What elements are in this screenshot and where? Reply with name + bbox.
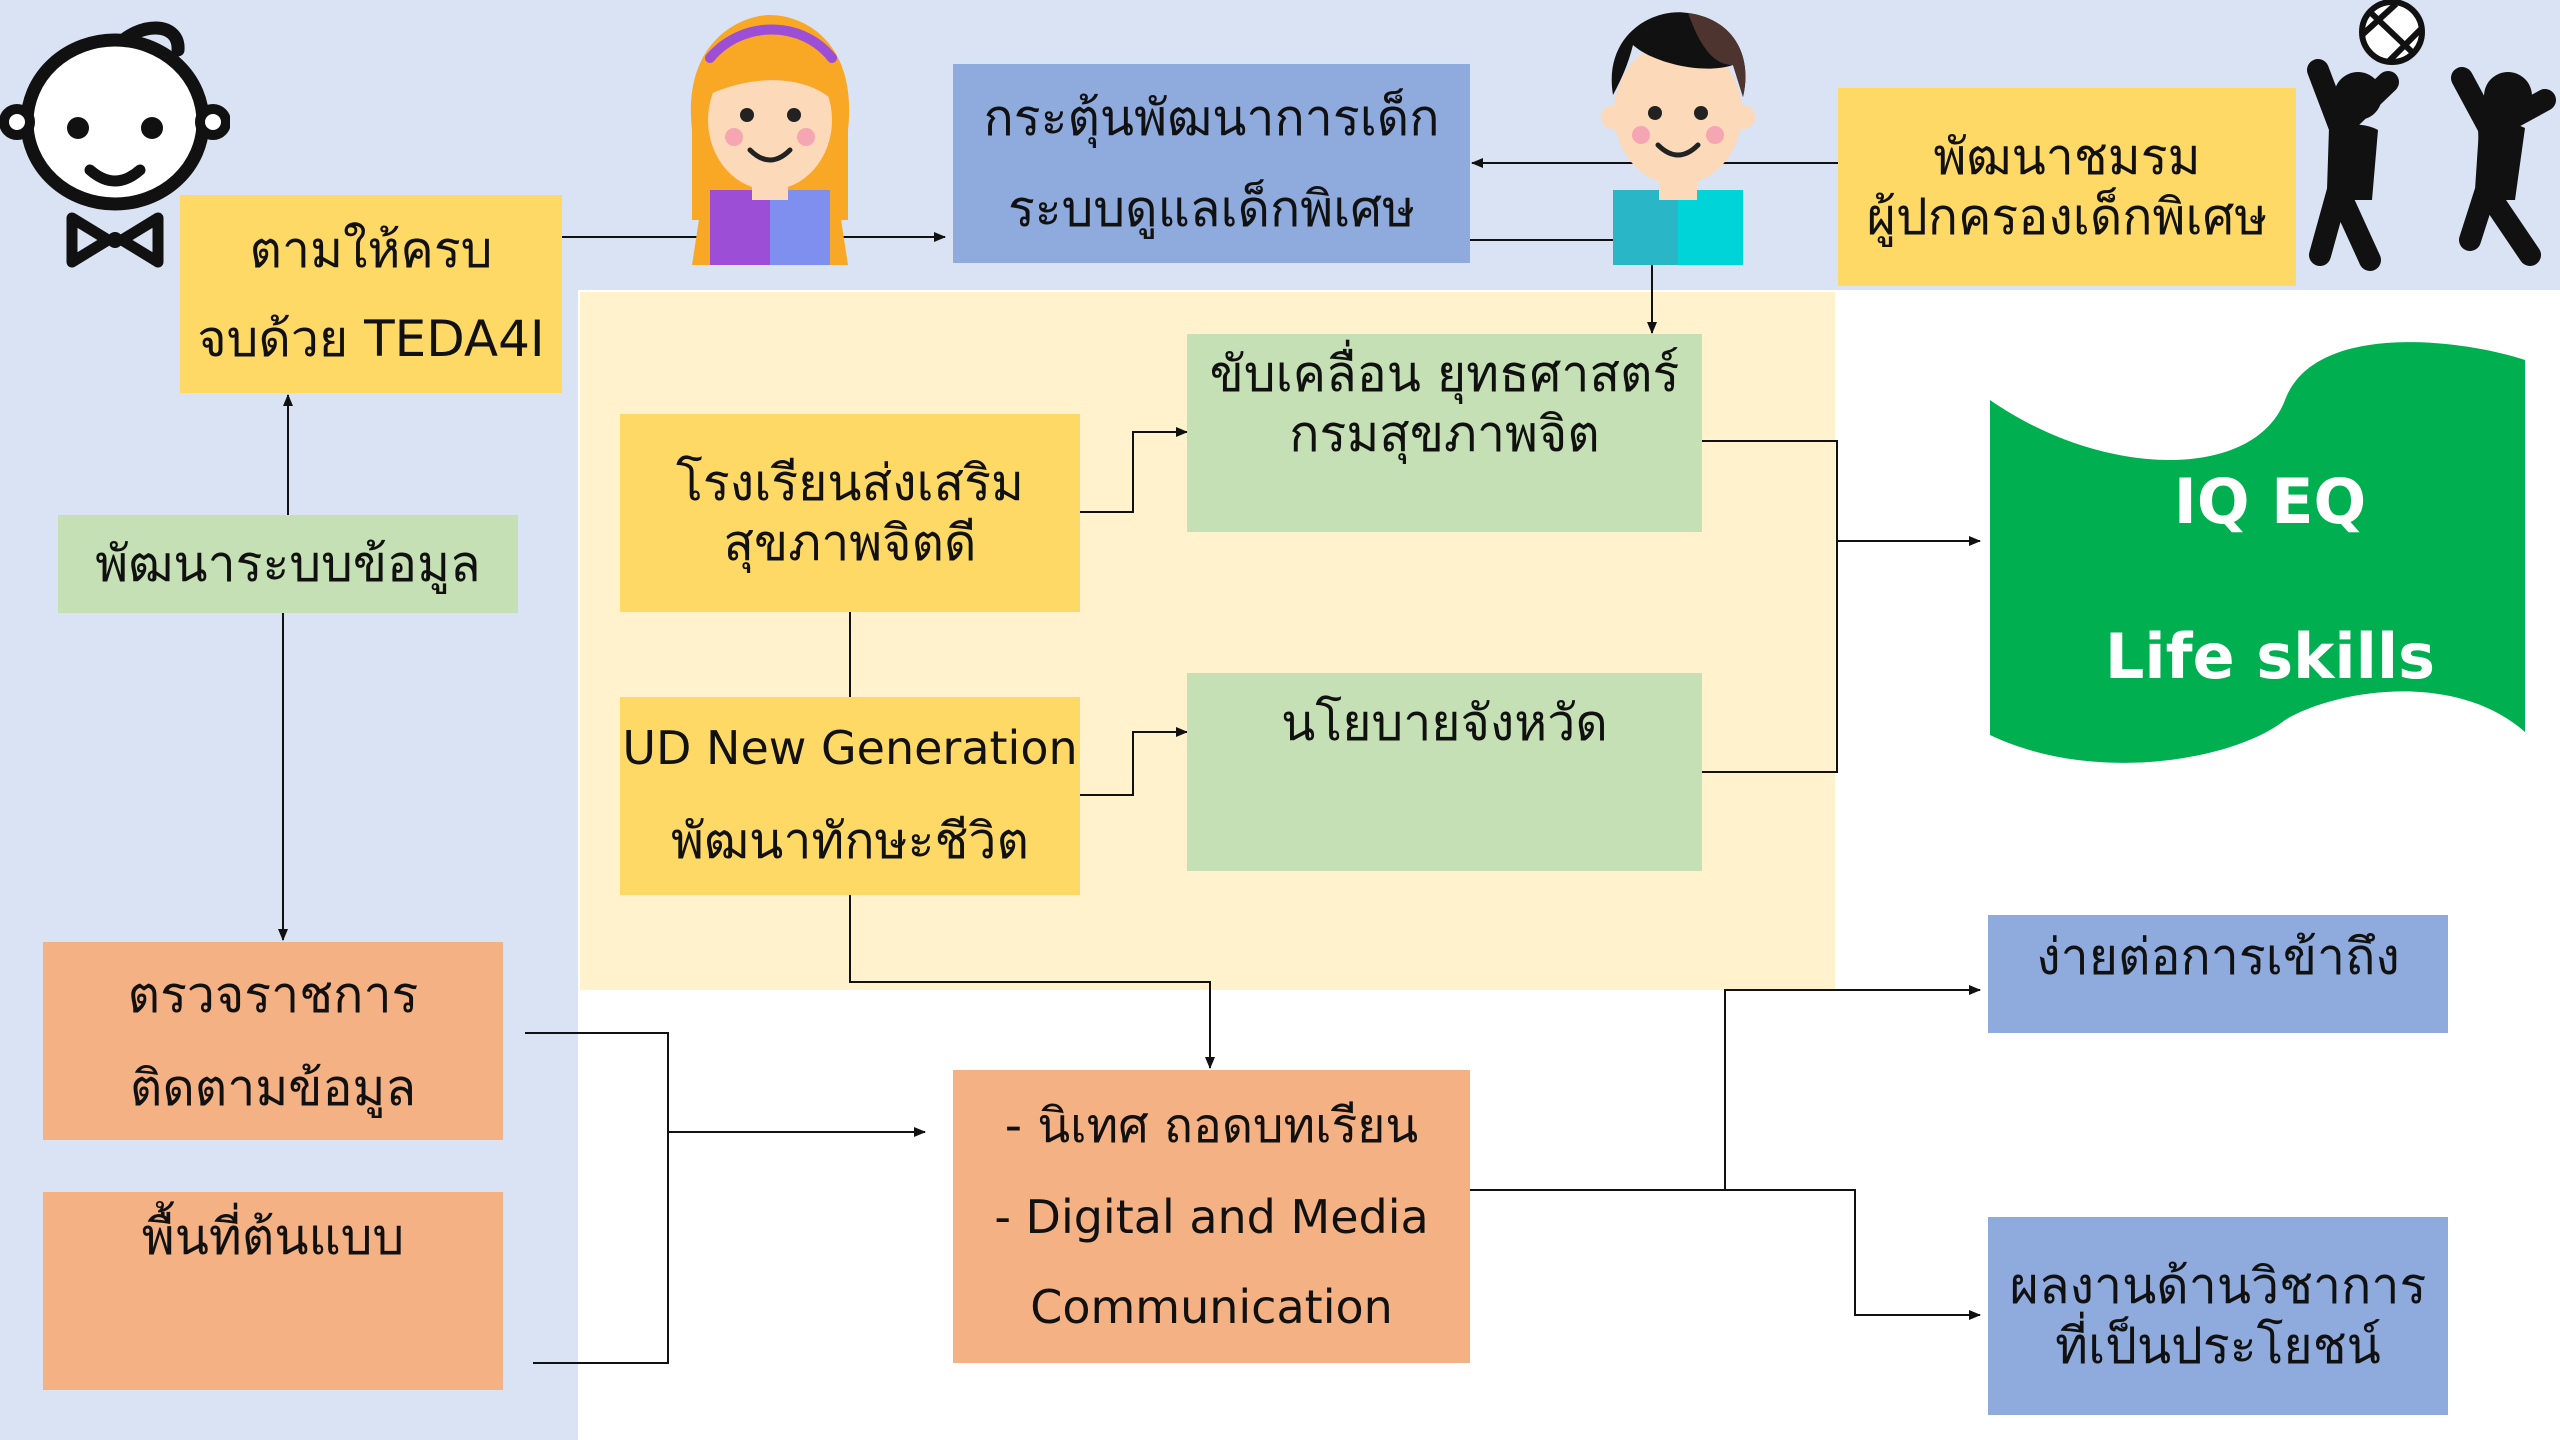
easy-access-box: ง่ายต่อการเข้าถึง	[1988, 915, 2448, 1033]
edge-ud-to-supervision	[849, 895, 1215, 1069]
supervision-line-3: Communication	[1030, 1280, 1393, 1335]
inspection-line-1: ตรวจราชการ	[127, 965, 419, 1024]
stimulate-box: กระตุ้นพัฒนาการเด็ก ระบบดูแลเด็กพิเศษ	[953, 64, 1470, 263]
provincial-policy-label: นโยบายจังหวัด	[1281, 694, 1608, 752]
parent-club-line-2: ผู้ปกครองเด็กพิเศษ	[1866, 188, 2268, 246]
edge-inspection-to-supervision	[525, 1032, 669, 1364]
edge-ud-to-policy	[1080, 727, 1188, 796]
ud-box: UD New Generation พัฒนาทักษะชีวิต	[620, 697, 1080, 895]
stimulate-line-2: ระบบดูแลเด็กพิเศษ	[1007, 180, 1416, 239]
kids-playing-ball-icon	[2307, 0, 2556, 271]
school-box: โรงเรียนส่งเสริม สุขภาพจิตดี	[620, 414, 1080, 612]
school-line-2: สุขภาพจิตดี	[723, 514, 977, 572]
academic-work-box: ผลงานด้านวิชาการ ที่เป็นประโยชน์	[1988, 1217, 2448, 1415]
school-line-1: โรงเรียนส่งเสริม	[676, 454, 1024, 512]
edge-strategy-to-outcome	[1695, 440, 1838, 773]
stimulate-line-1: กระตุ้นพัฒนาการเด็ก	[983, 88, 1440, 147]
pilot-area-box: พื้นที่ต้นแบบ	[43, 1192, 503, 1390]
drive-strategy-line-1: ขับเคลื่อน ยุทธศาสตร์	[1209, 345, 1680, 403]
provincial-policy-box: นโยบายจังหวัด	[1187, 673, 1702, 871]
academic-work-line-2: ที่เป็นประโยชน์	[2055, 1317, 2381, 1375]
academic-work-line-1: ผลงานด้านวิชาการ	[2009, 1257, 2427, 1315]
supervision-line-1: - นิเทศ ถอดบทเรียน	[1004, 1097, 1419, 1154]
develop-data-label: พัฒนาระบบข้อมูล	[95, 535, 481, 593]
parent-club-box: พัฒนาชมรม ผู้ปกครองเด็กพิเศษ	[1838, 88, 2296, 286]
edge-school-to-strategy	[1080, 427, 1188, 513]
parent-club-line-1: พัฒนาชมรม	[1933, 128, 2201, 186]
baby-face-icon	[0, 21, 230, 268]
girl-avatar-icon	[690, 15, 850, 265]
edge-supervision-to-access	[1470, 985, 1981, 1191]
outcome-banner	[1990, 342, 2525, 763]
pilot-area-label: พื้นที่ต้นแบบ	[141, 1208, 405, 1266]
develop-data-box: พัฒนาระบบข้อมูล	[58, 515, 518, 613]
inspection-box: ตรวจราชการ ติดตามข้อมูล	[43, 942, 503, 1140]
supervision-line-2: - Digital and Media	[994, 1190, 1429, 1245]
ud-line-1: UD New Generation	[622, 720, 1078, 775]
boy-avatar-icon	[1601, 12, 1755, 265]
follow-box: ตามให้ครบ จบด้วย TEDA4I	[180, 195, 562, 393]
easy-access-label: ง่ายต่อการเข้าถึง	[2036, 928, 2400, 986]
inspection-line-2: ติดตามข้อมูล	[129, 1058, 417, 1117]
supervision-box: - นิเทศ ถอดบทเรียน - Digital and Media C…	[953, 1070, 1470, 1363]
drive-strategy-line-2: กรมสุขภาพจิต	[1289, 405, 1600, 463]
outcome-line-2: Life skills	[2104, 620, 2436, 693]
follow-line-1: ตามให้ครบ	[249, 220, 493, 279]
outcome-line-1: IQ EQ	[2173, 465, 2367, 538]
ud-line-2: พัฒนาทักษะชีวิต	[671, 812, 1029, 871]
edge-supervision-to-academic	[1725, 1189, 1981, 1320]
drive-strategy-box: ขับเคลื่อน ยุทธศาสตร์ กรมสุขภาพจิต	[1187, 334, 1702, 532]
follow-line-2: จบด้วย TEDA4I	[197, 309, 545, 368]
